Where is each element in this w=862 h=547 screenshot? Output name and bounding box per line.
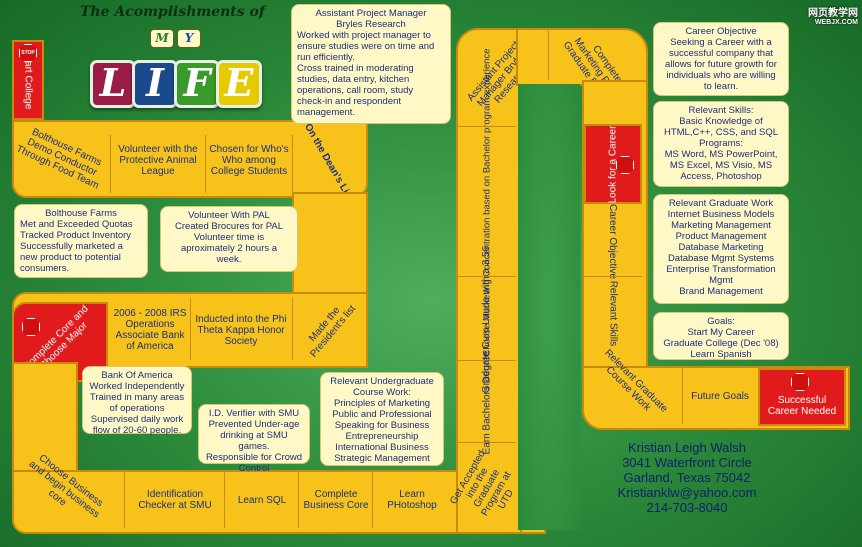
card-graduate-work: Relevant Graduate Work Internet Business… <box>653 194 789 304</box>
board-top-connector <box>516 28 648 86</box>
board-row-1 <box>12 120 368 198</box>
tile-deans-list: On the Dean's List <box>302 121 356 203</box>
tile-irs-boa: 2006 - 2008 IRS Operations Associate Ban… <box>113 308 187 352</box>
board-column-up <box>456 28 522 534</box>
contact-info: Kristian Leigh Walsh 3041 Waterfront Cir… <box>590 440 784 515</box>
tile-volunteer-pal: Volunteer with the Protective Animal Lea… <box>118 143 198 177</box>
tile-choose-marketing: Choose Marketing Concentration based on … <box>481 48 493 356</box>
tile-career-objective: Career Objective <box>607 203 619 279</box>
title-letter-l: L <box>90 60 136 108</box>
title-letter-f: F <box>174 60 220 108</box>
tile-learn-sql: Learn SQL <box>237 494 287 506</box>
tile-business-core: Complete Business Core <box>303 489 369 511</box>
watermark-line1: 网页教学网 <box>808 8 858 19</box>
tile-bolthouse-demo: Bolthouse Farms Demo Conductor Through F… <box>14 126 104 191</box>
card-boa: Bank Of America Worked Independently Tra… <box>82 366 192 436</box>
card-apm-bryles: Assistant Project Manager Bryles Researc… <box>291 4 451 124</box>
tile-relevant-skills: Relevant Skills <box>607 280 619 346</box>
contact-name: Kristian Leigh Walsh <box>627 440 746 455</box>
watermark: 网页教学网 WEBJX.COM <box>808 4 858 26</box>
title-letter-i: I <box>132 60 178 108</box>
stop-sign-icon <box>22 318 40 336</box>
tile-id-checker: Identification Checker at SMU <box>138 489 212 511</box>
card-smu: I.D. Verifier with SMU Prevented Under-a… <box>198 404 310 474</box>
stop-sign-icon <box>791 373 809 391</box>
tile-phi-theta-kappa: Inducted into the Phi Theta Kappa Honor … <box>195 313 287 347</box>
watermark-line2: WEBJX.COM <box>814 19 858 26</box>
tile-future-goals: Future Goals <box>691 390 749 402</box>
tile-presidents-list: Made the President's list <box>307 303 359 360</box>
tile-whos-who: Chosen for Who's Who among College Stude… <box>209 143 289 177</box>
tile-graduate-program-utd: Get Accepted into the Graduate Program a… <box>448 448 516 518</box>
card-undergrad: Relevant Undergraduate Course Work: Prin… <box>320 372 444 466</box>
board-gap <box>518 84 580 530</box>
tile-successful-career: Successful Career Needed <box>758 368 846 426</box>
card-objective: Career Objective Seeking a Career with a… <box>653 22 789 96</box>
contact-phone: 214-703-8040 <box>646 500 728 515</box>
title-letter-m: M <box>150 29 174 48</box>
card-goals: Goals: Start My Career Graduate College … <box>653 312 789 360</box>
stop-sign-icon: STOP <box>19 44 37 62</box>
page-title: The Acomplishments of <box>80 4 265 20</box>
contact-city: Garland, Texas 75042 <box>623 470 751 485</box>
contact-street: 3041 Waterfront Circle <box>622 455 752 470</box>
board-connector-1 <box>292 192 368 296</box>
card-pal: Volunteer With PAL Created Brocures for … <box>160 206 298 272</box>
tile-learn-photoshop: Learn PHotoshop <box>387 489 437 511</box>
contact-email[interactable]: Kristianklw@yahoo.com <box>617 485 757 500</box>
tile-choose-business: Choose Business and begin business core <box>26 452 105 520</box>
stop-sign-icon <box>616 156 634 174</box>
board-connector-2 <box>12 362 78 476</box>
title-letter-e: E <box>216 60 262 108</box>
title-letter-y: Y <box>177 29 201 48</box>
card-skills: Relevant Skills: Basic Knowledge of HTML… <box>653 101 789 187</box>
tile-look-for-career: Look for a Career <box>584 124 642 204</box>
card-bolthouse: Bolthouse Farms Met and Exceeded Quotas … <box>14 204 148 278</box>
